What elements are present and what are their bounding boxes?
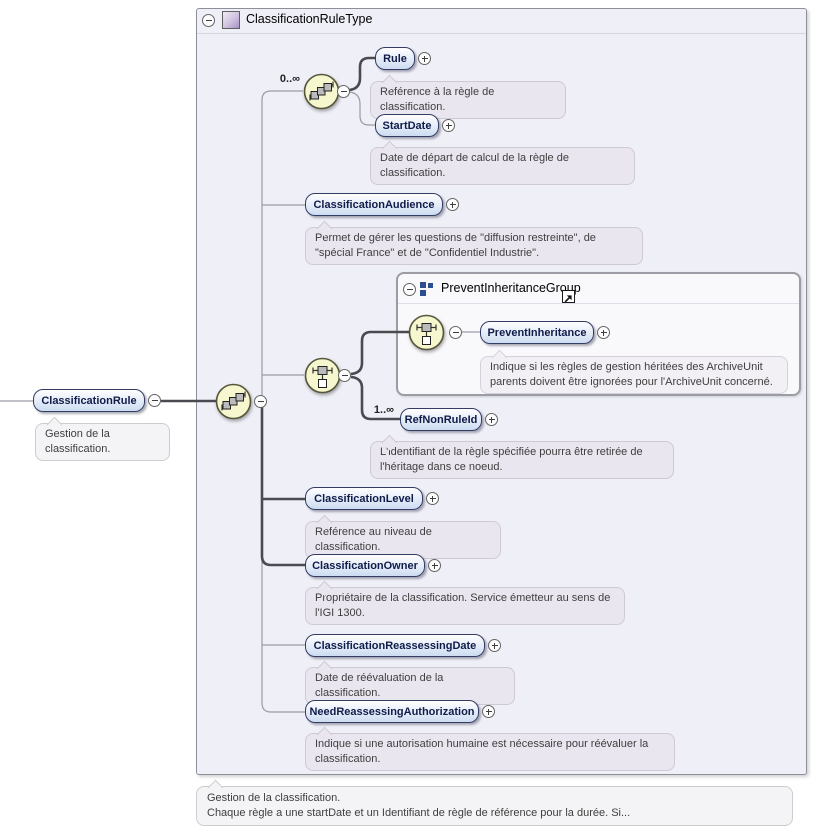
expand-toggle-need-reassessing-authorization[interactable] [482,705,495,718]
element-label: ClassificationLevel [314,492,414,505]
collapse-toggle-group[interactable] [403,283,416,296]
expand-toggle-classification-audience[interactable] [446,198,459,211]
choice-compositor-icon[interactable] [408,314,445,351]
element-classification-level[interactable]: ClassificationLevel [305,487,423,510]
collapse-toggle-classification-rule[interactable] [148,394,161,407]
element-label: ClassificationRule [41,394,137,407]
cardinality-sequence: 0..∞ [279,73,300,85]
element-label: NeedReassessingAuthorization [309,705,475,718]
element-classification-rule[interactable]: ClassificationRule [33,389,145,412]
complex-type-icon [222,11,240,29]
element-label: ClassificationReassessingDate [313,639,477,652]
element-label: ClassificationOwner [312,559,418,572]
element-label: StartDate [382,119,432,132]
collapse-toggle-outer-choice[interactable] [338,369,351,382]
expand-toggle-ref-non-rule-id[interactable] [485,413,498,426]
element-label: RefNonRuleId [404,413,478,426]
expand-toggle-prevent-inheritance[interactable] [597,326,610,339]
footer-line-1: Gestion de la classification. [207,792,341,804]
annotation-ref-non-rule-id: L'identifiant de la règle spécifiée pour… [370,441,674,479]
group-header-separator [398,303,799,304]
annotation-classification-reassessing-date: Date de réévaluation de la classificatio… [305,667,515,705]
element-need-reassessing-authorization[interactable]: NeedReassessingAuthorization [305,700,479,723]
element-label: Rule [383,52,407,65]
cardinality-ref-non-rule-id: 1..∞ [373,404,394,416]
arrow-up-right-glyph [564,295,572,303]
element-classification-audience[interactable]: ClassificationAudience [305,193,443,216]
annotation-classification-owner: Propriétaire de la classification. Servi… [305,587,625,625]
footer-line-2: Chaque règle a une startDate et un Ident… [207,807,631,819]
annotation-need-reassessing-authorization: Indique si une autorisation humaine est … [305,733,675,771]
collapse-toggle-main-sequence[interactable] [254,395,267,408]
group-title: PreventInheritanceGroup [441,281,581,295]
element-prevent-inheritance[interactable]: PreventInheritance [480,321,594,344]
expand-toggle-classification-reassessing-date[interactable] [488,639,501,652]
open-diagram-icon[interactable] [562,290,575,303]
sequence-compositor-icon[interactable] [303,73,340,110]
annotation-start-date: Date de départ de calcul de la règle de … [370,147,635,185]
element-label: ClassificationAudience [313,198,435,211]
choice-compositor-icon[interactable] [304,357,341,394]
element-label: PreventInheritance [487,326,587,339]
element-start-date[interactable]: StartDate [375,114,439,137]
group-icon [420,281,435,296]
sequence-compositor-icon[interactable] [215,383,252,420]
collapse-toggle-inner-sequence[interactable] [337,85,350,98]
annotation-classification-rule: Gestion de la classification. [35,423,170,461]
collapse-toggle-complex-type[interactable] [202,14,215,27]
annotation-classification-audience: Permet de gérer les questions de "diffus… [305,227,643,265]
annotation-classification-level: Référence au niveau de classification. [305,521,501,559]
annotation-rule: Référence à la règle de classification. [370,81,566,119]
element-rule[interactable]: Rule [375,47,415,70]
expand-toggle-classification-level[interactable] [426,492,439,505]
expand-toggle-classification-owner[interactable] [428,559,441,572]
element-ref-non-rule-id[interactable]: RefNonRuleId [400,408,482,431]
element-classification-reassessing-date[interactable]: ClassificationReassessingDate [305,634,485,657]
annotation-prevent-inheritance: Indique si les règles de gestion héritée… [480,356,788,394]
complex-type-header-separator [197,33,806,34]
annotation-footer: Gestion de la classification. Chaque règ… [196,786,793,826]
element-classification-owner[interactable]: ClassificationOwner [305,554,425,577]
collapse-toggle-inner-choice[interactable] [449,326,462,339]
complex-type-title: ClassificationRuleType [246,12,373,26]
expand-toggle-rule[interactable] [418,52,431,65]
expand-toggle-start-date[interactable] [442,119,455,132]
